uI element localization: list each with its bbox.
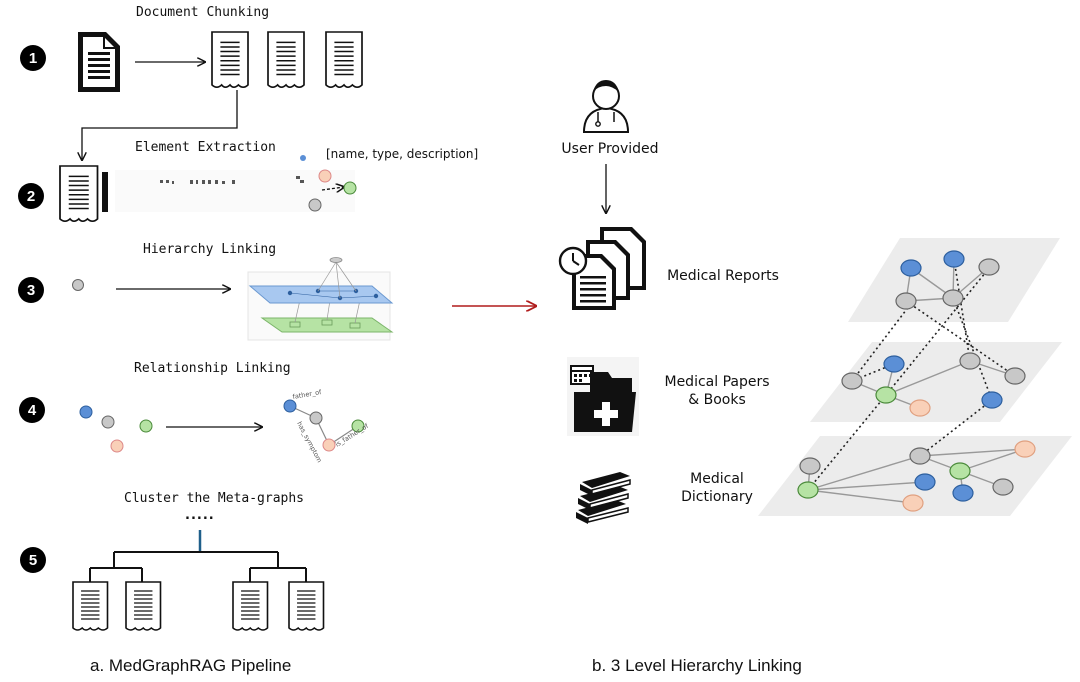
medical-reports-icon: [558, 227, 646, 310]
hierarchy-input-node: [72, 279, 84, 291]
cluster-tree: [72, 530, 325, 631]
user-provided-label: User Provided: [561, 141, 659, 157]
medical-dictionary-icon: [576, 472, 631, 524]
extraction-dashed-arrow: [321, 187, 344, 190]
relationship-graph: [283, 399, 365, 452]
chunk-document-icons: [211, 31, 363, 89]
graph-nodes: [797, 250, 1036, 512]
extraction-node-green: [343, 181, 357, 195]
hierarchy-caption: b. 3 Level Hierarchy Linking: [592, 656, 802, 675]
step-2-badge: 2: [18, 183, 44, 209]
extraction-text-marks: [160, 176, 304, 184]
level-2-label-line1: Medical Papers: [664, 374, 770, 390]
doctor-icon: [582, 80, 630, 133]
inter-level-links: [807, 258, 1016, 491]
step-4-badge: 4: [19, 397, 45, 423]
level-2-label: Medical Papers & Books: [654, 373, 780, 409]
medical-papers-icon: [567, 357, 639, 436]
step-5-badge: 5: [20, 547, 46, 573]
extraction-document-icon: [59, 165, 108, 223]
relationship-input-nodes: [79, 405, 153, 453]
step-3-badge: 3: [18, 277, 44, 303]
relation-label-has-symptom: has_symptom: [295, 420, 323, 464]
level-3-label-line1: Medical: [690, 471, 744, 487]
relation-label-father-of: father_of: [292, 388, 323, 401]
level-3-label: Medical Dictionary: [656, 470, 778, 506]
cluster-ellipsis: .....: [185, 508, 215, 523]
hierarchy-linking-graphic: [247, 257, 394, 341]
level-2-label-line2: & Books: [688, 392, 746, 408]
chunk-to-extraction-arrow: [82, 90, 238, 160]
step-1-title: Document Chunking: [136, 5, 270, 20]
extraction-schema-label: [name, type, description]: [326, 147, 479, 161]
pipeline-caption: a. MedGraphRAG Pipeline: [90, 656, 292, 675]
level-3-label-line2: Dictionary: [681, 489, 753, 505]
step-4-title: Relationship Linking: [134, 361, 291, 376]
level-1-label-line1: Medical Reports: [667, 268, 779, 284]
step-1-badge: 1: [20, 45, 46, 71]
step-3-title: Hierarchy Linking: [143, 242, 277, 257]
extraction-node-blue: [300, 155, 306, 161]
extraction-node-gray: [308, 198, 322, 212]
step-2-title: Element Extraction: [135, 140, 276, 155]
source-document-icon: [78, 32, 120, 92]
extraction-node-peach: [318, 169, 332, 183]
level-1-label: Medical Reports: [660, 268, 786, 284]
step-5-title: Cluster the Meta-graphs: [124, 491, 305, 506]
